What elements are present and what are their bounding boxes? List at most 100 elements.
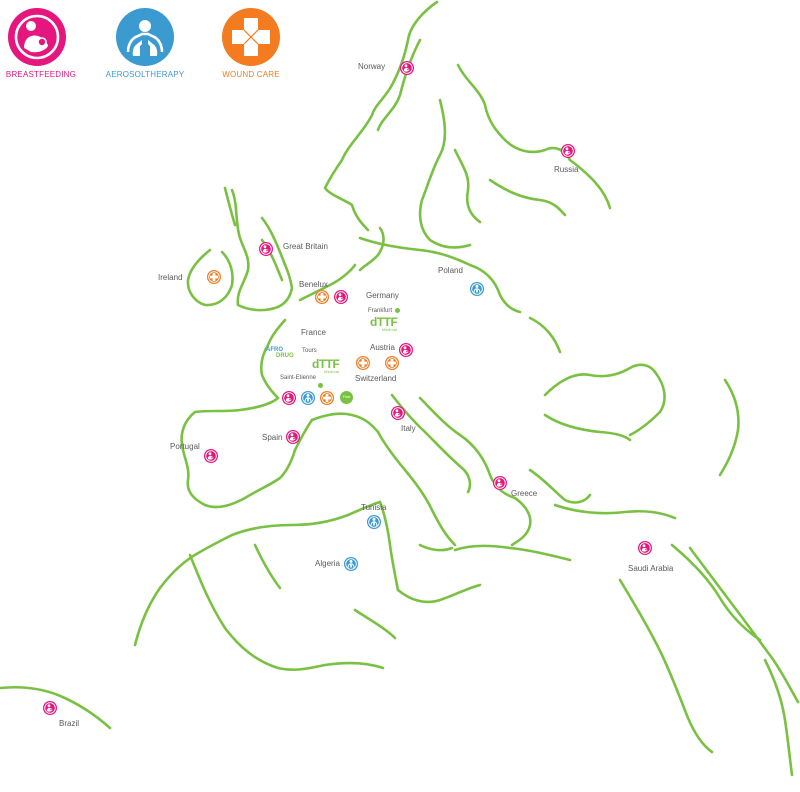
- mother-baby-icon: [561, 144, 575, 158]
- country-label-switzerland: Switzerland: [355, 374, 397, 383]
- green-flow-badge[interactable]: Flow: [340, 391, 353, 404]
- mother-baby-icon: [204, 449, 218, 463]
- breastfeeding-pin-great-britain[interactable]: [259, 242, 273, 256]
- coast-sweden-east: [453, 148, 482, 224]
- lungs-icon: [367, 515, 381, 529]
- breastfeeding-pin-benelux[interactable]: [334, 290, 348, 304]
- country-label-tunisia: Tunisia: [361, 503, 387, 512]
- breastfeeding-pin-russia[interactable]: [561, 144, 575, 158]
- breastfeeding-pin-france[interactable]: [282, 391, 296, 405]
- afro-drug-logo: AFRO DRUG: [266, 347, 294, 359]
- lungs-icon: [344, 557, 358, 571]
- coast-caspian: [718, 378, 740, 477]
- city-label-saint-etienne: Saint-Etienne: [280, 375, 317, 381]
- country-label-portugal: Portugal: [170, 442, 200, 451]
- mother-baby-icon: [286, 430, 300, 444]
- breastfeeding-pin-brazil[interactable]: [43, 701, 57, 715]
- city-label-frankfurt: Frankfurt: [368, 308, 393, 314]
- breastfeeding-pin-italy[interactable]: [391, 406, 405, 420]
- mother-baby-icon: [638, 541, 652, 555]
- legend-label-aerosoltherapy: AEROSOLTHERAPY: [105, 70, 185, 79]
- coast-black-sea-north: [543, 363, 657, 397]
- lungs-icon: [301, 391, 315, 405]
- breastfeeding-pin-spain[interactable]: [286, 430, 300, 444]
- coast-italy-west: [376, 430, 457, 547]
- dtf-logo-text: dTTF: [312, 357, 340, 371]
- coast-finland: [456, 63, 572, 162]
- coast-iberia-south: [203, 448, 297, 509]
- coast-libya: [396, 583, 482, 604]
- coast-north-russia: [568, 158, 612, 210]
- legend-item-wound-care: WOUND CARE: [208, 4, 294, 79]
- country-label-great-britain: Great Britain: [283, 242, 328, 251]
- coast-turkey-south: [553, 503, 677, 520]
- aerosoltherapy-pin-france[interactable]: [301, 391, 315, 405]
- coast-iberia-north: [180, 410, 207, 507]
- coast-gulf: [488, 178, 567, 217]
- coast-russia-west: [528, 316, 562, 354]
- aerosoltherapy-pin-tunisia[interactable]: [367, 515, 381, 529]
- mother-baby-icon: [8, 8, 66, 66]
- coast-black-sea-south: [543, 413, 632, 442]
- mother-baby-icon: [391, 406, 405, 420]
- breastfeeding-pin-norway[interactable]: [400, 61, 414, 75]
- coast-italy-east: [390, 393, 472, 494]
- country-label-norway: Norway: [358, 62, 386, 71]
- city-label-tours: Tours: [302, 348, 317, 354]
- aerosoltherapy-pin-algeria[interactable]: [344, 557, 358, 571]
- coast-persian: [763, 658, 794, 777]
- coast-iberia-east: [293, 418, 314, 452]
- country-label-italy: Italy: [401, 424, 416, 433]
- mother-baby-icon: [400, 61, 414, 75]
- coast-red-sea-east: [688, 546, 800, 704]
- coast-arabia: [670, 543, 762, 642]
- wound-care-pin-switzerland-1[interactable]: [356, 356, 370, 370]
- aerosoltherapy-pin-poland[interactable]: [470, 282, 484, 296]
- mother-baby-icon: [493, 476, 507, 490]
- wound-care-pin-switzerland-2[interactable]: [385, 356, 399, 370]
- wound-care-pin-ireland[interactable]: [207, 270, 221, 284]
- coast-tunisia: [378, 500, 400, 592]
- breastfeeding-pin-portugal[interactable]: [204, 449, 218, 463]
- bandage-cross-icon: [222, 8, 280, 66]
- legend-item-breastfeeding: BREASTFEEDING: [0, 4, 84, 79]
- afro-logo-top: AFRO: [266, 347, 283, 353]
- coast-denmark: [358, 226, 385, 272]
- mother-baby-icon: [43, 701, 57, 715]
- wound-care-pin-benelux[interactable]: [315, 290, 329, 304]
- coast-greece: [510, 496, 532, 547]
- country-label-greece: Greece: [511, 489, 538, 498]
- coast-sahara: [353, 608, 397, 640]
- mother-baby-icon: [399, 343, 413, 357]
- city-dot-saint-etienne: [318, 383, 323, 388]
- country-label-russia: Russia: [554, 165, 579, 174]
- country-label-poland: Poland: [438, 266, 463, 275]
- coast-aegean: [528, 468, 592, 504]
- coast-north-africa-mid: [230, 500, 382, 537]
- coast-egypt: [453, 544, 572, 562]
- dtf-logo-sub: Medical: [382, 327, 398, 332]
- coast-sicily: [418, 543, 454, 552]
- green-badge-text: Flow: [342, 395, 351, 399]
- country-label-benelux: Benelux: [299, 280, 328, 289]
- bandage-cross-icon: [356, 356, 370, 370]
- wound-care-pin-france[interactable]: [320, 391, 334, 405]
- country-label-ireland: Ireland: [158, 273, 183, 282]
- dtf-logo-saint-etienne: dTTF Medical: [312, 357, 340, 374]
- bandage-cross-icon: [320, 391, 334, 405]
- breastfeeding-pin-greece[interactable]: [493, 476, 507, 490]
- breastfeeding-pin-austria[interactable]: [399, 343, 413, 357]
- dtf-logo-text: dTTF: [370, 315, 398, 329]
- coast-bay-biscay: [193, 396, 280, 414]
- afro-logo-bottom: DRUG: [276, 353, 294, 359]
- breastfeeding-pin-saudi-arabia[interactable]: [638, 541, 652, 555]
- coast-france-north: [259, 318, 287, 400]
- coast-brazil: [0, 685, 112, 730]
- mother-baby-icon: [282, 391, 296, 405]
- bandage-cross-icon: [315, 290, 329, 304]
- coast-adriatic: [418, 396, 517, 500]
- country-label-algeria: Algeria: [315, 559, 340, 568]
- lungs-icon: [470, 282, 484, 296]
